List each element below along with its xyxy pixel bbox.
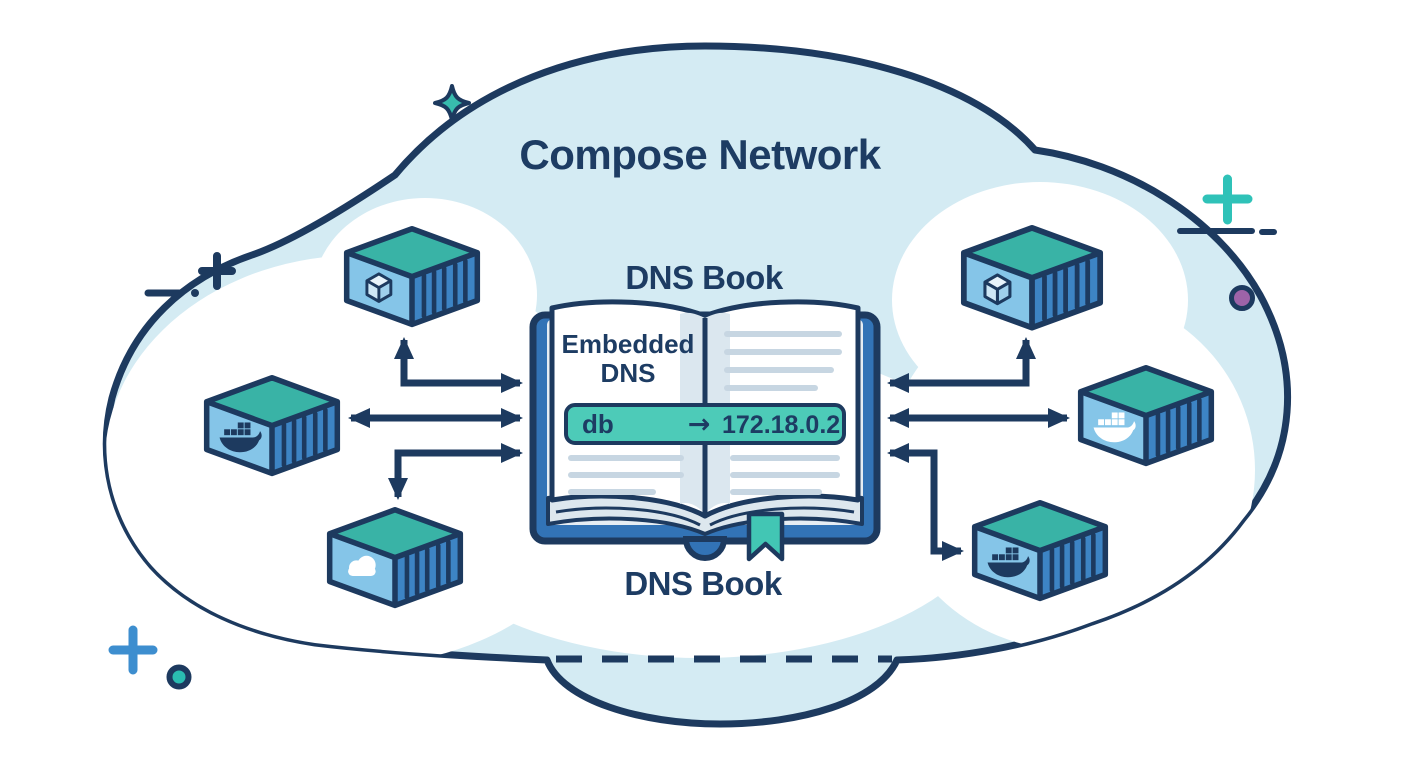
- sparkle-icon: [433, 84, 471, 122]
- maps-to-arrow-icon: →: [688, 409, 711, 440]
- container-top-right: [964, 228, 1100, 328]
- dns-book-label-top: DNS Book: [625, 259, 783, 296]
- dns-entry-address: 172.18.0.2: [722, 411, 840, 439]
- bookmark-ribbon: [746, 511, 785, 562]
- embedded-dns-heading-line1: Embedded: [562, 329, 695, 359]
- container-mid-left: [207, 378, 338, 474]
- dns-book: Embedded DNS db → 172.18.0.2: [529, 299, 881, 562]
- dns-entry-banner: [564, 403, 846, 445]
- cube-icon: [365, 272, 393, 303]
- connection-arrows: [348, 337, 1070, 561]
- book-spine-bulge: [682, 536, 728, 561]
- page-placeholder-lines: [568, 331, 842, 495]
- container-bottom-left: [330, 510, 461, 606]
- plus-icon: [1202, 174, 1253, 225]
- embedded-dns-heading-line2: DNS: [601, 358, 656, 388]
- dns-book-label-bottom: DNS Book: [624, 565, 782, 602]
- purple-dot-icon: [1229, 285, 1255, 311]
- dot-icon: [191, 289, 199, 297]
- arrow-bottomleft-container-book: [388, 443, 523, 500]
- book-page-stack-line: [555, 506, 855, 527]
- teal-dot-icon: [166, 664, 192, 690]
- plus-icon: [108, 625, 158, 675]
- cube-icon: [983, 273, 1012, 306]
- arrow-topleft-container-book: [394, 337, 523, 393]
- container-mid-right: [1081, 368, 1212, 464]
- container-bottom-right: [975, 503, 1106, 599]
- dns-entry-name: db: [582, 409, 614, 439]
- decorations: [108, 84, 1277, 690]
- arrow-bottomright-container-book: [887, 443, 964, 561]
- arrow-topright-container-book: [887, 337, 1036, 393]
- container-top-left: [347, 229, 478, 325]
- diagram-title: Compose Network: [519, 131, 881, 178]
- plus-icon: [198, 252, 236, 290]
